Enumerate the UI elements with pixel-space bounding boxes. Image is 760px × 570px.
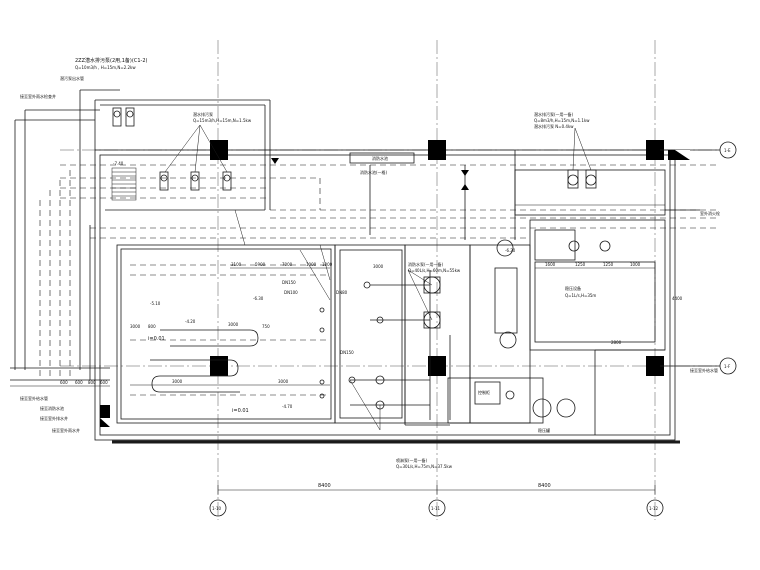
axis-label: 1-E [724,148,731,153]
room-tag-box [349,152,415,164]
equipment-spec: Q=1L/s,H=35m [565,293,596,298]
equipment-label: 稳压设备 [565,285,581,291]
drain-trap-icon [150,329,259,393]
dimension-text: 7000 [282,262,293,267]
grid-lines [60,40,720,520]
fire-pump-icon [363,276,441,329]
slope-label: i=0.01 [148,336,165,342]
elevation-label: -7.40 [113,161,124,166]
sump-pump-icon [159,171,232,191]
left-pipe-label: 接至室外排水井 [40,415,68,421]
pump-spec: Q=30L/s,H=75m,N=37.5kw [396,464,453,469]
dimension-text: 1600 [545,262,556,267]
dimension-text: 800 [88,380,96,385]
axis-label: 1-12 [649,506,659,511]
note-pump-mid: 潜水排污泵 [193,111,213,117]
stairs-symbol [111,167,137,201]
valve-icon [319,307,385,410]
equipment-label: 稳压罐 [538,427,550,433]
equipment-label: 控制柜 [478,389,490,395]
structural-columns [210,140,664,376]
solid-pipes [10,89,720,426]
note-pump-top-right-power: 潜水排污泵 N=0.4kw [534,123,574,129]
meter-box-icon [100,150,690,427]
column [210,356,228,376]
sump-pump-icon [112,107,135,127]
pipe-label: 室外消火栓 [700,210,720,216]
note-pump-top-left-spec: Q=10m3/h , H=15m,N=2.2kw [75,65,136,70]
axis-bubble [428,499,446,517]
leader-lines [164,124,592,431]
column [646,140,664,160]
dimension-text: 1250 [603,262,614,267]
note-pump-top-left: 2ZZ潜水排污泵(2用,1备)(C1-2) [75,57,147,64]
left-pipe-label: 接至消防水池 [40,405,64,411]
pump-note: 喷淋泵(一用一备) [396,457,428,463]
note-pump-mid-spec: Q=15m3/h,H=15m,N=1.5kw [193,118,252,123]
axis-bubble [646,499,664,517]
pipe-size-label: DN100 [284,290,298,295]
pipe-size-label: DN150 [340,350,354,355]
leader-circle-icon [719,141,737,375]
dimension-text: 750 [262,324,270,329]
elevation-label: -6.30 [253,296,264,301]
dimension-text: 3000 [278,379,289,384]
dimension-text: 5900 [255,262,266,267]
column [428,356,446,376]
pump-note: 消防水泵(一用一备) [408,261,444,267]
annotations: 2ZZ潜水排污泵(2用,1备)(C1-2) Q=10m3/h , H=15m,N… [20,57,731,511]
axis-label: 1-F [724,364,731,369]
elevation-label: -4.70 [282,404,293,409]
room-sub-label: 消防水池(一格) [360,169,388,175]
span-label: 8400 [318,483,331,489]
leader-label: 潜污泵出水管 [60,75,84,81]
column [428,140,446,160]
note-pump-top-right: 潜水排污泵(一用一备) [534,111,574,117]
dimension-text: 1250 [575,262,586,267]
dashed-pipes [39,164,720,396]
pipe-label: 接至室外给水管 [690,367,718,373]
pump-spec: Q=40L/s,H=60m,N=55kw [408,268,461,273]
grid-axis-bubbles [209,499,664,517]
elevation-label: -4.20 [185,319,196,324]
left-pipe-label: 接至室外雨水井 [52,427,80,433]
arrow-icon [271,158,469,190]
pipe-size-label: DN150 [282,280,296,285]
dimension-text: 600 [75,380,83,385]
dimension-text: 3000 [373,264,384,269]
left-pipe-label: 接至室外给水管 [20,395,48,401]
interior-partitions [116,169,666,435]
sump-pump-icon [567,169,597,189]
dimension-text: 3100 [231,262,242,267]
elevation-label: -6.20 [505,248,516,253]
dimension-lines [10,267,656,495]
dimension-text: 600 [100,380,108,385]
dimension-text: 3000 [130,324,141,329]
column [646,356,664,376]
dimension-text: 800 [148,324,156,329]
dimension-text: 4400 [672,296,683,301]
dimension-text: 600 [60,380,68,385]
axis-label: 1-11 [431,506,441,511]
dimension-text: 3000 [172,379,183,384]
building-walls [94,99,680,444]
dimension-text: 2800 [611,340,622,345]
axis-bubble [209,499,227,517]
slope-label: i=0.01 [232,408,249,414]
dimension-text: 3000 [228,322,239,327]
column [210,140,228,160]
dimension-text: 1000 [306,262,317,267]
pipe-size-label: DN80 [336,290,348,295]
leader-label: 接至室外雨水检查井 [20,93,56,99]
dimension-text: 1000 [630,262,641,267]
elevation-label: -5.10 [150,301,161,306]
axis-label: 1-10 [212,506,222,511]
dimension-text: 1000 [322,262,333,267]
tank-icon [496,239,611,418]
note-pump-top-right-spec: Q=8m3/h,H=15m,N=1.1kw [534,118,590,123]
room-label: 消防水池 [372,155,388,161]
span-label: 8400 [538,483,551,489]
